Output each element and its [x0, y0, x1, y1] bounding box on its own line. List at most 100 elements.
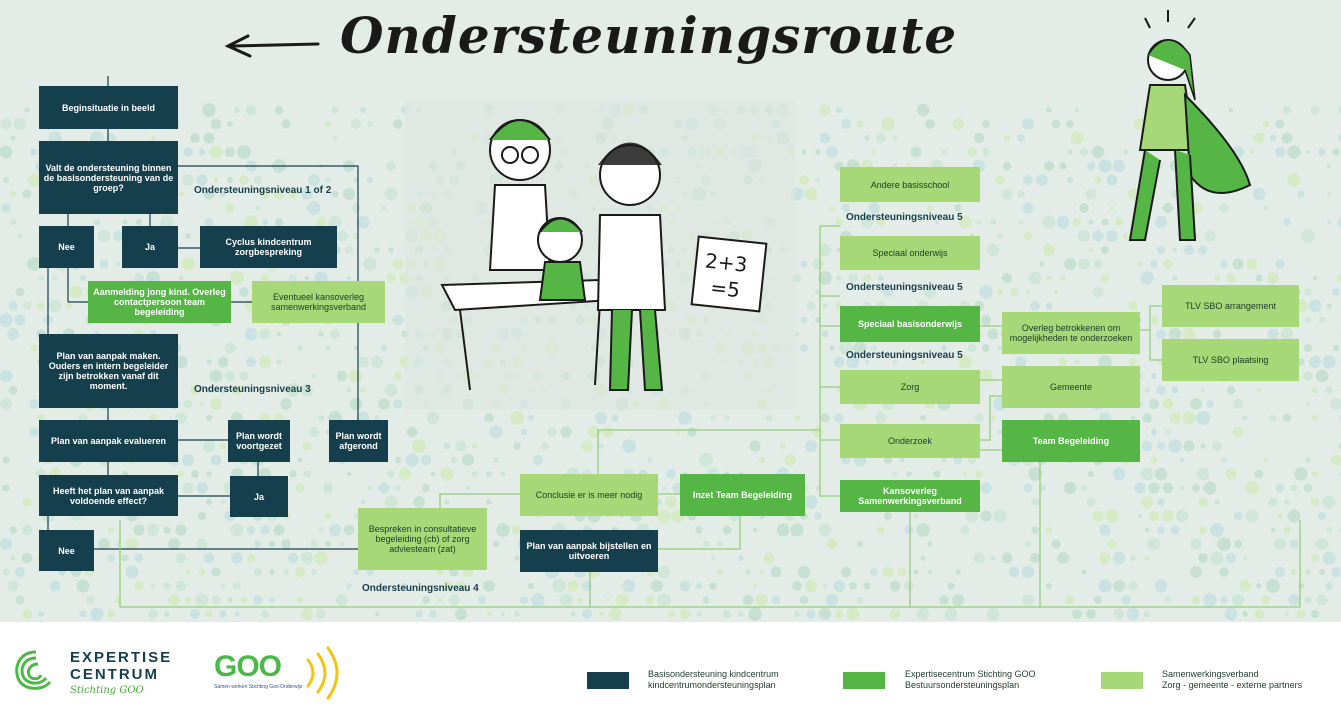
decorative-dot — [112, 230, 124, 242]
decorative-dot — [471, 442, 479, 450]
box-plan-evalueren: Plan van aanpak evalueren — [39, 420, 178, 462]
svg-text:=5: =5 — [709, 275, 741, 302]
decorative-dot — [219, 386, 227, 394]
decorative-dot — [206, 499, 212, 505]
decorative-dot — [1245, 481, 1259, 495]
decorative-dot — [412, 439, 426, 453]
decorative-dot — [97, 229, 111, 243]
decorative-dot — [892, 471, 898, 477]
decorative-dot — [1326, 219, 1332, 225]
decorative-dot — [177, 470, 185, 478]
expertise-logo-line2: CENTRUM — [70, 666, 159, 683]
decorative-dot — [927, 569, 933, 575]
decorative-dot — [1018, 219, 1024, 225]
decorative-dot — [622, 439, 636, 453]
decorative-dot — [1326, 191, 1332, 197]
decorative-dot — [657, 509, 671, 523]
decorative-dot — [122, 219, 128, 225]
decorative-dot — [863, 582, 871, 590]
decorative-dot — [1268, 497, 1278, 507]
decorative-dot — [9, 526, 17, 534]
decorative-dot — [717, 541, 723, 547]
decorative-dot — [1171, 386, 1179, 394]
decorative-dot — [134, 581, 144, 591]
decorative-dot — [870, 344, 878, 352]
decorative-dot — [1198, 553, 1208, 563]
decorative-dot — [906, 471, 912, 477]
decorative-dot — [289, 470, 297, 478]
decorative-dot — [2, 456, 10, 464]
decorative-dot — [1294, 467, 1308, 481]
decorative-dot — [1296, 609, 1306, 619]
decorative-dot — [351, 119, 361, 129]
decorative-dot — [1191, 595, 1201, 605]
decorative-dot — [1322, 551, 1336, 565]
decorative-dot — [884, 456, 892, 464]
box-nee-2: Nee — [39, 530, 94, 571]
decorative-dot — [812, 426, 824, 438]
decorative-dot — [531, 593, 545, 607]
decorative-dot — [1281, 132, 1293, 144]
decorative-dot — [1070, 131, 1084, 145]
label-niveau-4: Ondersteuningsniveau 4 — [362, 583, 479, 594]
decorative-dot — [1226, 273, 1236, 283]
decorative-dot — [695, 526, 703, 534]
decorative-dot — [1079, 203, 1089, 213]
decorative-dot — [217, 356, 229, 368]
decorative-dot — [920, 555, 926, 561]
decorative-dot — [195, 593, 209, 607]
decorative-dot — [1256, 583, 1262, 589]
decorative-dot — [793, 414, 801, 422]
decorative-dot — [1322, 355, 1336, 369]
decorative-dot — [280, 398, 292, 410]
decorative-dot — [500, 611, 506, 617]
decorative-dot — [1338, 442, 1341, 450]
decorative-dot — [1182, 411, 1196, 425]
decorative-dot — [987, 328, 999, 340]
decorative-dot — [183, 399, 193, 409]
decorative-dot — [952, 118, 964, 130]
decorative-dot — [1031, 498, 1039, 506]
decorative-dot — [315, 608, 327, 620]
box-plan-voortgezet: Plan wordt voortgezet — [228, 420, 290, 462]
decorative-dot — [678, 411, 692, 425]
decorative-dot — [856, 120, 864, 128]
decorative-dot — [709, 582, 717, 590]
decorative-dot — [209, 369, 223, 383]
decorative-dot — [301, 188, 313, 200]
decorative-dot — [822, 583, 828, 589]
decorative-dot — [1154, 467, 1168, 481]
decorative-dot — [1200, 387, 1206, 393]
decorative-dot — [1021, 565, 1035, 579]
decorative-dot — [997, 289, 1003, 295]
decorative-dot — [125, 565, 139, 579]
decorative-dot — [378, 398, 390, 410]
decorative-dot — [437, 597, 443, 603]
decorative-dot — [960, 525, 970, 535]
decorative-dot — [37, 414, 45, 422]
decorative-dot — [695, 582, 703, 590]
decorative-dot — [840, 566, 852, 578]
decorative-dot — [125, 537, 139, 551]
decorative-dot — [826, 538, 838, 550]
decorative-dot — [1226, 385, 1236, 395]
decorative-dot — [1232, 426, 1244, 438]
decorative-dot — [220, 499, 226, 505]
decorative-dot — [1304, 456, 1312, 464]
decorative-dot — [255, 205, 261, 211]
decorative-dot — [38, 611, 44, 617]
decorative-dot — [883, 287, 893, 297]
decorative-dot — [923, 285, 937, 299]
decorative-dot — [990, 415, 996, 421]
decorative-dot — [225, 203, 235, 213]
decorative-dot — [253, 567, 263, 577]
decorative-dot — [1072, 217, 1082, 227]
decorative-dot — [1123, 149, 1129, 155]
goo-logo-sub: Samen werken Stichting Goo Onderwijs — [214, 684, 303, 690]
decorative-dot — [1081, 569, 1087, 575]
decorative-dot — [484, 413, 494, 423]
decorative-dot — [962, 471, 968, 477]
decorative-dot — [1001, 272, 1013, 284]
decorative-dot — [384, 383, 398, 397]
decorative-dot — [1126, 607, 1140, 621]
